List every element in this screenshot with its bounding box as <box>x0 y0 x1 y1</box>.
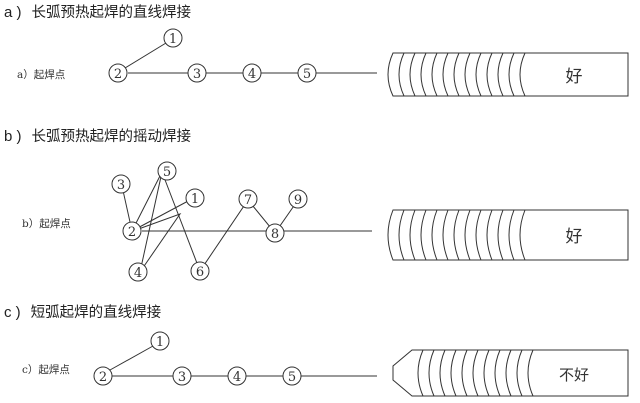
section-c-title: 短弧起焊的直线焊接 <box>30 305 162 321</box>
svg-text:4: 4 <box>248 67 256 82</box>
svg-text:3: 3 <box>178 370 186 385</box>
section-b-node-7: 7 <box>238 189 258 209</box>
svg-text:5: 5 <box>163 165 171 180</box>
svg-text:1: 1 <box>169 32 177 47</box>
section-b-weld-bead <box>387 209 629 261</box>
section-a-result-label: 好 <box>566 67 583 87</box>
section-a-connector <box>124 42 167 69</box>
svg-text:5: 5 <box>288 370 296 385</box>
section-c-result-label: 不好 <box>559 366 589 384</box>
svg-text:5: 5 <box>303 67 311 82</box>
section-c-node-3: 3 <box>172 366 192 386</box>
section-b-weave-path-2 <box>161 171 299 273</box>
section-b-node-1: 1 <box>185 188 205 208</box>
section-b-result-label: 好 <box>566 227 583 247</box>
section-b-title: 长弧预热起焊的摇动焊接 <box>31 129 192 145</box>
svg-text:3: 3 <box>193 67 201 82</box>
section-a-node-1: 1 <box>163 28 183 48</box>
section-c-weld-bead <box>392 349 629 397</box>
section-b-node-6: 6 <box>190 261 210 281</box>
section-b-node-5: 5 <box>157 161 177 181</box>
svg-text:2: 2 <box>99 370 107 385</box>
section-c-node-5: 5 <box>282 366 302 386</box>
section-a-title: 长弧预热起焊的直线焊接 <box>31 5 192 21</box>
section-c-label: c ) <box>4 304 21 321</box>
svg-text:1: 1 <box>156 335 164 350</box>
svg-text:4: 4 <box>233 370 241 385</box>
section-b-node-8: 8 <box>265 223 285 243</box>
section-b-weave-path-3 <box>131 199 191 232</box>
section-b-start-label: b）起焊点 <box>22 218 71 230</box>
svg-text:3: 3 <box>117 178 125 193</box>
svg-text:8: 8 <box>271 227 279 242</box>
svg-text:2: 2 <box>128 225 136 240</box>
svg-text:9: 9 <box>294 193 302 208</box>
section-a-diagram: a）起焊点 1 2 3 4 5 好 <box>17 28 629 97</box>
section-c-node-4: 4 <box>227 366 247 386</box>
section-a-heading: a ) 长弧预热起焊的直线焊接 <box>4 1 191 22</box>
section-a-node-5: 5 <box>297 63 317 83</box>
svg-text:7: 7 <box>244 193 252 208</box>
section-b-heading: b ) 长弧预热起焊的摇动焊接 <box>4 125 191 146</box>
section-b-node-4: 4 <box>128 262 148 282</box>
section-a-label: a ) <box>4 4 22 21</box>
section-c-start-label: c）起焊点 <box>22 364 70 376</box>
section-a-node-4: 4 <box>242 63 262 83</box>
section-b-node-3: 3 <box>111 174 131 194</box>
svg-text:1: 1 <box>191 192 199 207</box>
section-c-node-1: 1 <box>150 331 170 351</box>
section-a-node-3: 3 <box>187 63 207 83</box>
section-c-node-2: 2 <box>93 366 113 386</box>
svg-text:6: 6 <box>196 265 204 280</box>
section-b-label: b ) <box>4 128 22 145</box>
section-b-diagram: b）起焊点 3 5 1 2 4 6 7 8 9 好 <box>22 161 629 282</box>
section-c-heading: c ) 短弧起焊的直线焊接 <box>4 301 161 322</box>
svg-text:2: 2 <box>114 67 122 82</box>
section-a-start-label: a）起焊点 <box>17 69 65 81</box>
section-c-connector <box>109 345 154 371</box>
section-b-node-9: 9 <box>288 189 308 209</box>
section-a-weld-bead <box>387 52 629 97</box>
section-a-node-2: 2 <box>108 63 128 83</box>
section-c-diagram: c）起焊点 1 2 3 4 5 不好 <box>22 331 629 397</box>
section-b-node-2: 2 <box>122 221 142 241</box>
svg-text:4: 4 <box>134 266 142 281</box>
